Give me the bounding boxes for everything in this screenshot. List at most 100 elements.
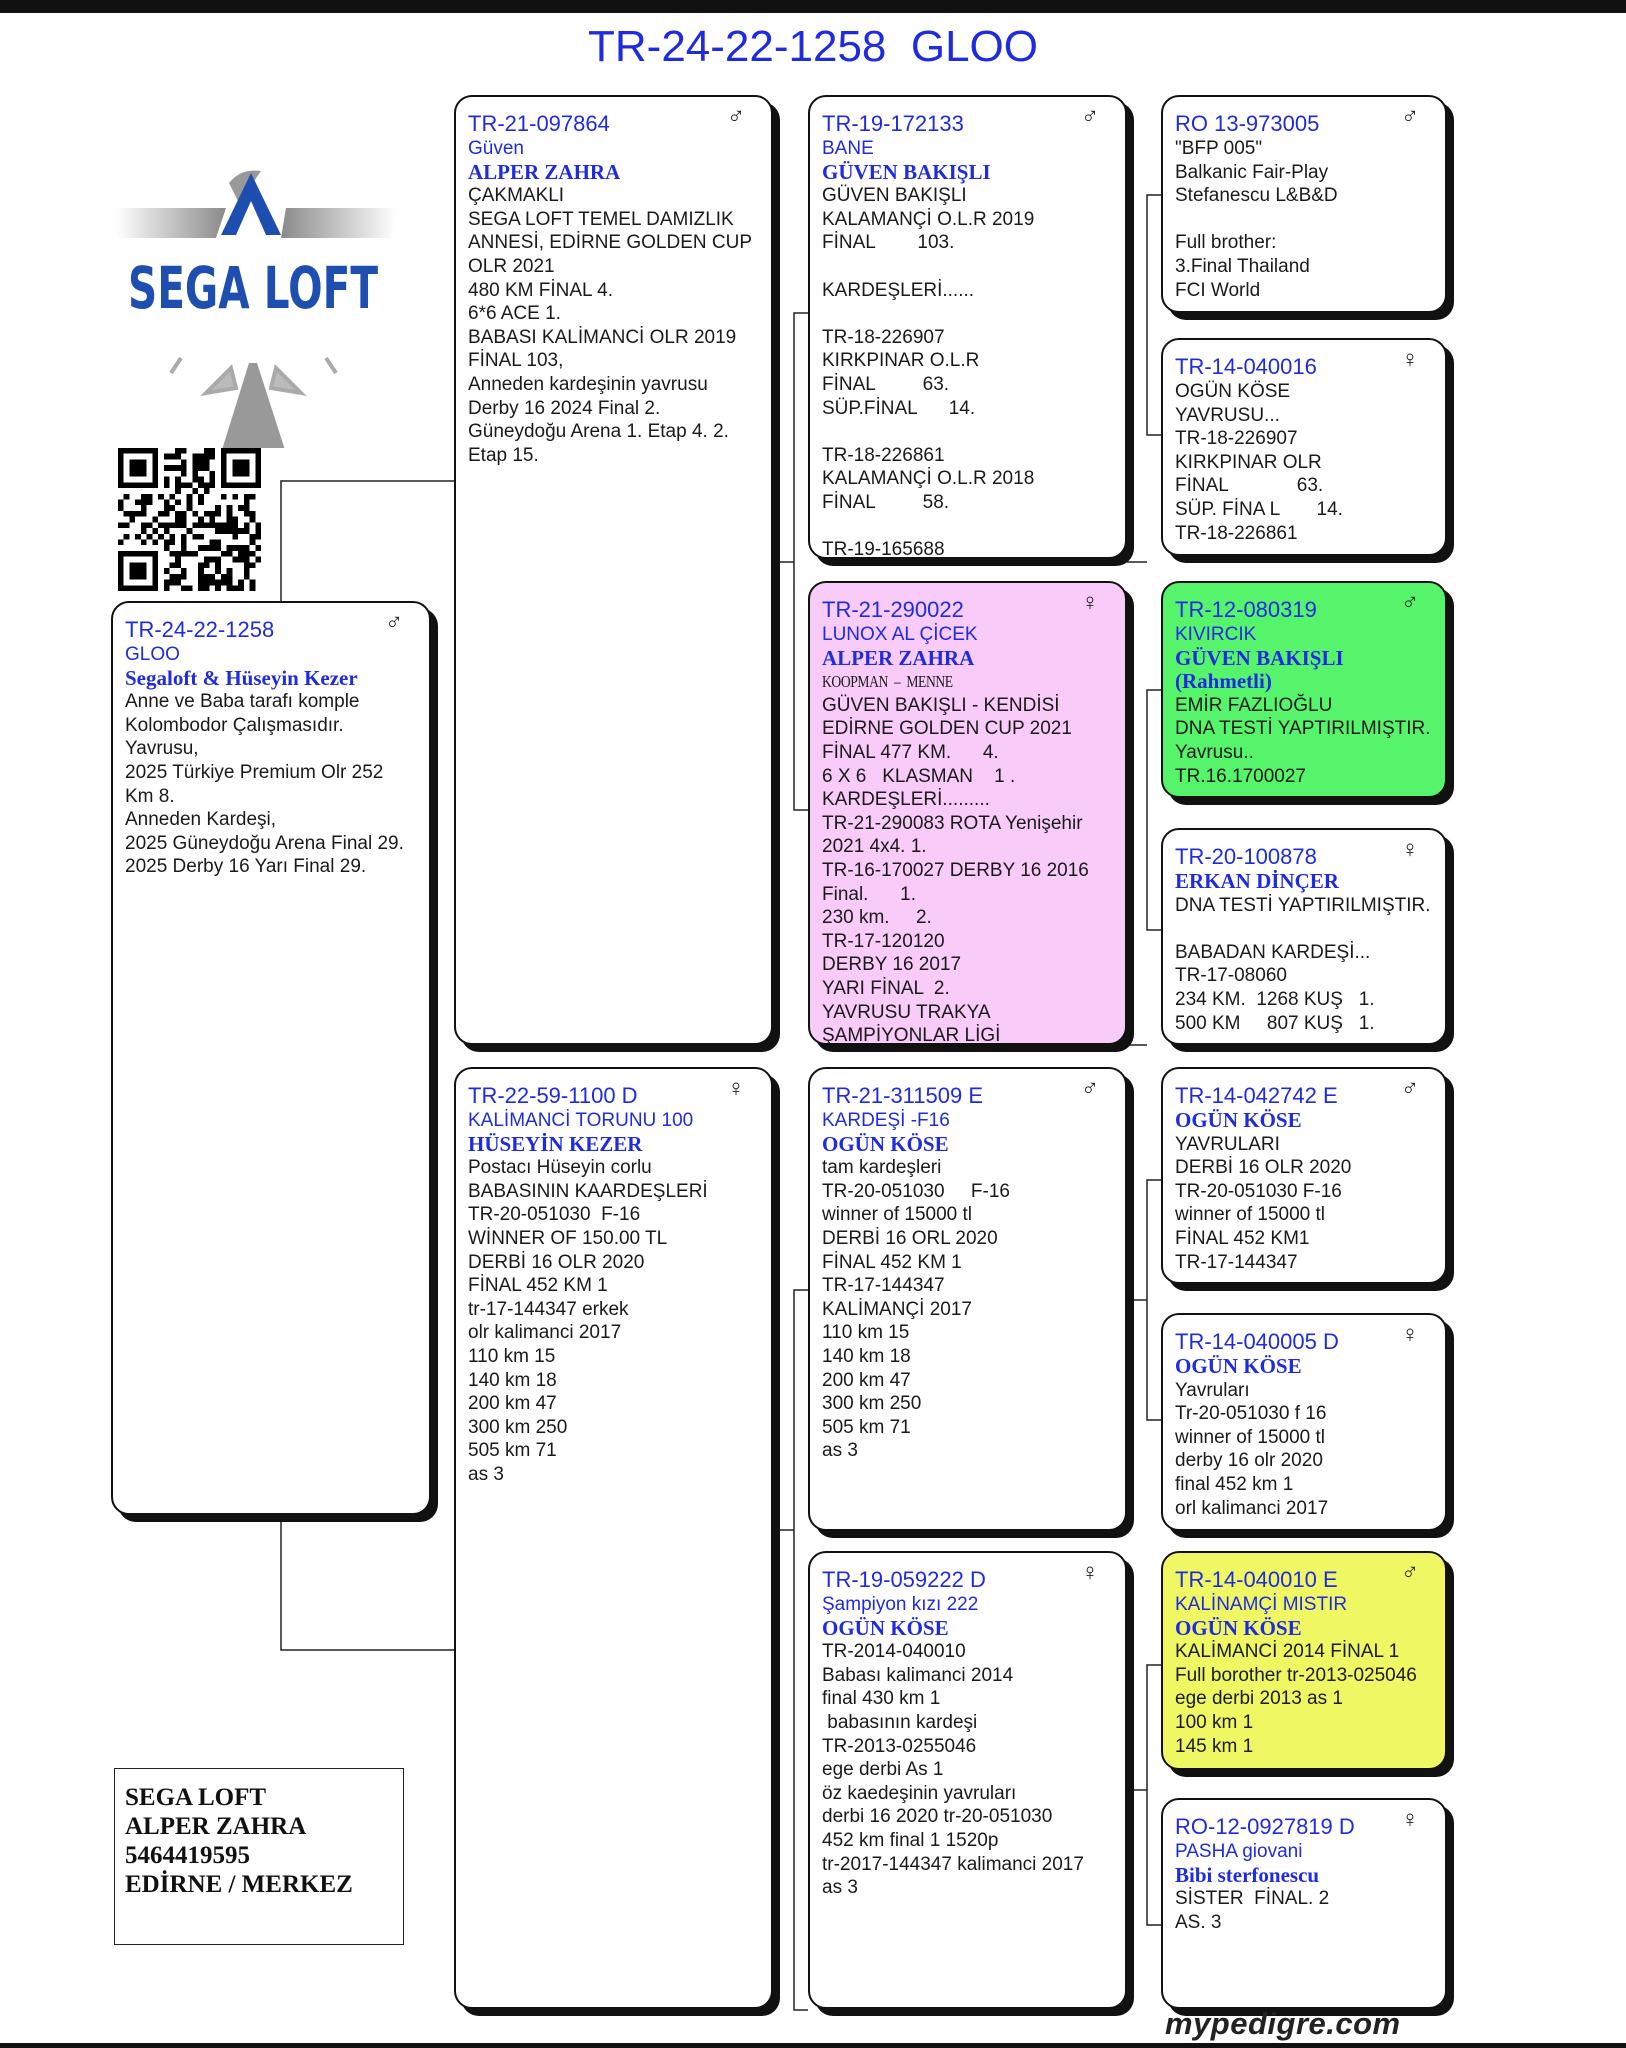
note-line: Km 8. bbox=[125, 785, 175, 807]
male-icon: ♂ bbox=[1081, 103, 1099, 130]
male-icon: ♂ bbox=[1401, 589, 1419, 616]
note-line: as 3 bbox=[822, 1877, 858, 1899]
breeder-name: OGÜN KÖSE bbox=[1175, 1615, 1302, 1640]
note-line: YAVRUSU... bbox=[1175, 404, 1280, 426]
note-line: GÜVEN BAKIŞLI - KENDİSİ bbox=[822, 694, 1060, 716]
contact-line: SEGA LOFT bbox=[125, 1784, 267, 1811]
note-line: TR-19-165688 bbox=[822, 539, 945, 559]
note-line: 452 km final 1 1520p bbox=[822, 1829, 999, 1851]
note-line: FİNAL 477 KM. 4. bbox=[822, 741, 999, 763]
note-line: 480 KM FİNAL 4. bbox=[468, 279, 614, 301]
note-line: Postacı Hüseyin corlu bbox=[468, 1157, 652, 1179]
note-line: ege derbi As 1 bbox=[822, 1759, 944, 1781]
female-icon: ♀ bbox=[1401, 836, 1419, 863]
note-line: TR.16.1700027 bbox=[1175, 765, 1306, 787]
note-line: TR-17-08060 bbox=[1175, 965, 1287, 987]
pigeon-name: LUNOX AL ÇİCEK bbox=[822, 624, 978, 645]
note-line: BABASI KALİMANCİ OLR 2019 bbox=[468, 326, 737, 348]
note-line: as 3 bbox=[822, 1440, 858, 1462]
note-line: 200 km 47 bbox=[822, 1369, 911, 1391]
note-line bbox=[1175, 208, 1433, 232]
note-line: KALAMANÇİ O.L.R 2019 bbox=[822, 208, 1035, 230]
pigeon-name: KIVIRCIK bbox=[1175, 624, 1257, 645]
note-line: 230 km. 2. bbox=[822, 907, 932, 929]
breeder-name: (Rahmetli) bbox=[1175, 669, 1272, 694]
note-line: TR-16-170027 DERBY 16 2016 bbox=[822, 859, 1089, 881]
note-line: 110 km 15 bbox=[468, 1345, 556, 1367]
female-icon: ♀ bbox=[1081, 1559, 1099, 1586]
note-line: Kolombodor Çalışmasıdır. bbox=[125, 714, 344, 736]
note-line: as 3 bbox=[468, 1463, 504, 1485]
note-line: Anneden kardeşinin yavrusu bbox=[468, 373, 708, 395]
note-line: DERBİ 16 OLR 2020 bbox=[1175, 1157, 1352, 1179]
note-line: YAVRULARI bbox=[1175, 1133, 1280, 1155]
note-line: 505 km 71 bbox=[822, 1416, 911, 1438]
breeder-name: OGÜN KÖSE bbox=[1175, 1108, 1302, 1132]
note-line: Tr-20-051030 f 16 bbox=[1175, 1403, 1327, 1425]
note-line: Full borother tr-2013-025046 bbox=[1175, 1664, 1417, 1686]
note-line: KIRKPINAR OLR bbox=[1175, 451, 1322, 473]
male-icon: ♂ bbox=[727, 103, 745, 130]
note-line: TR-20-051030 F-16 bbox=[1175, 1180, 1342, 1202]
note-line: TR-18-226907 bbox=[1175, 428, 1298, 450]
note-line: TR-17-120120 bbox=[822, 930, 945, 952]
note-line: KALİMANÇİ 2017 bbox=[822, 1298, 972, 1320]
breeder-name: Segaloft & Hüseyin Kezer bbox=[125, 665, 358, 690]
note-line: OGÜN KÖSE bbox=[1175, 381, 1291, 402]
breeder-name: OGÜN KÖSE bbox=[822, 1615, 949, 1640]
note-line: Derby 16 2024 Final 2. bbox=[468, 397, 661, 419]
note-line: FCI World bbox=[1175, 279, 1261, 301]
breeder-name: ERKAN DİNÇER bbox=[1175, 869, 1339, 893]
note-line bbox=[1175, 917, 1433, 941]
note-line: SİSTER FİNAL. 2 bbox=[1175, 1888, 1330, 1910]
note-line: KALAMANÇİ O.L.R 2018 bbox=[822, 468, 1035, 490]
note-line bbox=[822, 302, 1113, 326]
note-line: Full brother: bbox=[1175, 232, 1277, 254]
note-line: WİNNER OF 150.00 TL bbox=[468, 1227, 668, 1249]
ring-number: TR-14-040016 bbox=[1175, 354, 1317, 379]
note-line: tr-2017-144347 kalimanci 2017 bbox=[822, 1853, 1084, 1875]
note-line: Anneden Kardeşi, bbox=[125, 809, 277, 831]
note-line: KALİMANCİ 2014 FİNAL 1 bbox=[1175, 1641, 1400, 1663]
male-icon: ♂ bbox=[1401, 1075, 1419, 1102]
pigeon-name: Şampiyon kızı 222 bbox=[822, 1594, 979, 1615]
note-line: ege derbi 2013 as 1 bbox=[1175, 1688, 1343, 1710]
pigeon-name: KARDEŞİ -F16 bbox=[822, 1110, 950, 1131]
breeder-name: ALPER ZAHRA bbox=[468, 159, 621, 184]
note-line: final 430 km 1 bbox=[822, 1688, 941, 1710]
note-line: 200 km 47 bbox=[468, 1393, 557, 1415]
female-icon: ♀ bbox=[727, 1075, 745, 1102]
note-line: KARDEŞLERİ...... bbox=[822, 279, 975, 301]
note-line: Yavruları bbox=[1175, 1379, 1250, 1401]
note-line: YARI FİNAL 2. bbox=[822, 977, 950, 999]
pigeon-card-sss[interactable]: ♂RO 13-973005"BFP 005"Balkanic Fair-Play… bbox=[1161, 95, 1447, 313]
pigeon-name: KALİNAMÇİ MISTIR bbox=[1175, 1594, 1348, 1615]
breeder-name: GÜVEN BAKIŞLI bbox=[822, 159, 991, 184]
note-line: 2021 4x4. 1. bbox=[822, 836, 927, 858]
note-line: BABADAN KARDEŞİ... bbox=[1175, 941, 1371, 963]
note-line: öz kaedeşinin yavruları bbox=[822, 1782, 1017, 1804]
contact-line: EDİRNE / MERKEZ bbox=[125, 1871, 353, 1898]
note-line: SEGA LOFT TEMEL DAMIZLIK bbox=[468, 208, 734, 230]
note-line: derbi 16 2020 tr-20-051030 bbox=[822, 1806, 1053, 1828]
breeder-name: Bibi sterfonescu bbox=[1175, 1862, 1320, 1887]
ring-number: RO 13-973005 bbox=[1175, 111, 1320, 136]
note-line: YAVRUSU TRAKYA bbox=[822, 1001, 991, 1023]
contact-line: ALPER ZAHRA bbox=[125, 1813, 307, 1840]
note-line: DERBİ 16 OLR 2020 bbox=[468, 1251, 645, 1273]
